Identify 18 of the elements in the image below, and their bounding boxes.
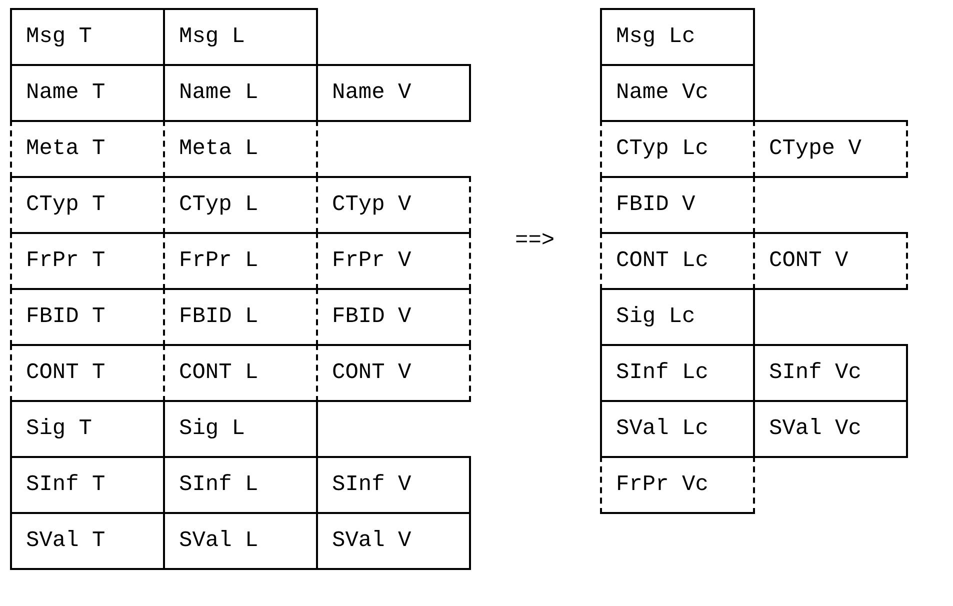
table-cell: Msg L: [163, 8, 318, 66]
table-cell: CONT V: [316, 344, 471, 402]
table-cell: FBID V: [600, 176, 755, 234]
table-cell: CType V: [753, 120, 908, 178]
table-cell: Msg Lc: [600, 8, 755, 66]
table-cell: SVal V: [316, 512, 471, 570]
table-cell: SVal T: [10, 512, 165, 570]
table-cell: SVal Vc: [753, 400, 908, 458]
arrow-text: ==>: [515, 228, 555, 253]
table-cell: CONT V: [753, 232, 908, 290]
table-cell: Name V: [316, 64, 471, 122]
table-cell: SInf Vc: [753, 344, 908, 402]
table-cell: Name Vc: [600, 64, 755, 122]
table-cell: CTyp V: [316, 176, 471, 234]
table-cell: Msg T: [10, 8, 165, 66]
table-cell: SInf V: [316, 456, 471, 514]
table-cell: Sig Lc: [600, 288, 755, 346]
table-cell: FrPr Vc: [600, 456, 755, 514]
